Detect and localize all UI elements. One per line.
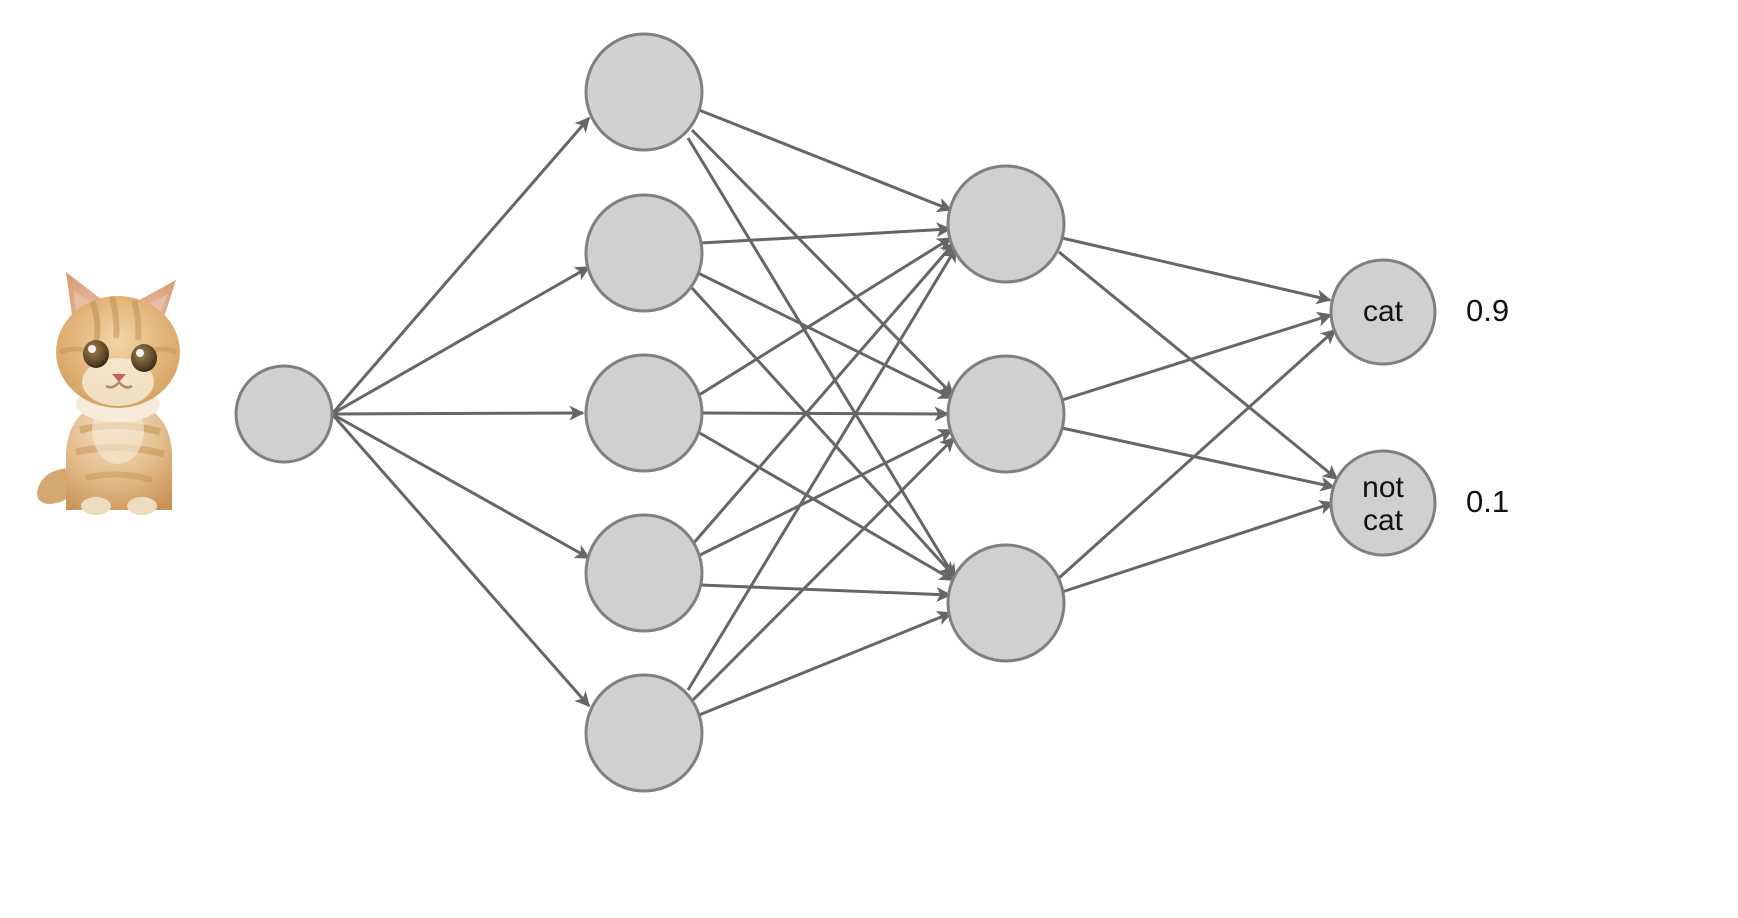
kitten-nose bbox=[112, 374, 126, 382]
edge-h1_0-h2_0 bbox=[698, 108, 953, 212]
kitten-tail bbox=[37, 468, 74, 504]
edge-h1_3-h2_0 bbox=[690, 241, 956, 546]
edge-h1_0-h2_1 bbox=[690, 128, 955, 397]
node-h1-4[interactable] bbox=[584, 673, 704, 793]
edge-h2_2-out_cat bbox=[1057, 328, 1337, 580]
edges-input-to-hidden1 bbox=[330, 116, 591, 708]
edge-h1_3-h2_1 bbox=[697, 428, 954, 558]
edge-h1_1-h2_2 bbox=[690, 286, 956, 578]
node-out-cat[interactable] bbox=[1329, 258, 1437, 366]
edge-h1_2-h2_0 bbox=[698, 236, 953, 397]
node-label-not-cat-line2: cat bbox=[1363, 504, 1404, 537]
node-h1-1[interactable] bbox=[584, 193, 704, 313]
node-h2-2[interactable] bbox=[946, 543, 1066, 663]
score-not-cat: 0.1 bbox=[1466, 484, 1509, 519]
edges-hidden2-to-output bbox=[1057, 236, 1339, 594]
edge-h2_1-out_cat bbox=[1061, 311, 1333, 402]
kitten-photo bbox=[37, 272, 180, 515]
edges-hidden1-to-hidden2 bbox=[686, 108, 958, 717]
kitten-eye-left bbox=[83, 340, 109, 368]
edge-input0-h1_0 bbox=[330, 116, 591, 415]
kitten-paw-right bbox=[127, 497, 157, 515]
edge-h1_1-h2_1 bbox=[697, 271, 954, 400]
edge-h1_0-h2_2 bbox=[686, 137, 957, 580]
node-h1-2[interactable] bbox=[584, 353, 704, 473]
node-label-not-cat-line1: not bbox=[1362, 471, 1404, 504]
node-out-notcat[interactable] bbox=[1329, 449, 1437, 557]
edge-input0-h1_2 bbox=[331, 405, 585, 421]
edge-h1_4-h2_1 bbox=[691, 436, 956, 702]
edge-h1_4-h2_2 bbox=[698, 611, 953, 717]
node-h2-1[interactable] bbox=[946, 354, 1066, 474]
node-h1-0[interactable] bbox=[584, 32, 704, 152]
edge-h1_2-h2_1 bbox=[701, 406, 950, 422]
edge-input0-h1_4 bbox=[330, 413, 591, 708]
edge-h2_0-out_notcat bbox=[1058, 250, 1339, 481]
network-nodes bbox=[234, 32, 1437, 793]
edge-h2_1-out_notcat bbox=[1061, 426, 1336, 492]
kitten-eye-right bbox=[131, 344, 157, 372]
edge-h1_2-h2_2 bbox=[697, 430, 955, 582]
edge-h2_0-out_cat bbox=[1061, 236, 1332, 305]
score-cat: 0.9 bbox=[1466, 293, 1509, 328]
edge-input0-h1_1 bbox=[331, 265, 591, 416]
edge-h1_3-h2_2 bbox=[700, 583, 952, 602]
edge-h1_4-h2_0 bbox=[686, 246, 958, 691]
kitten-paw-left bbox=[81, 497, 111, 515]
edge-input0-h1_3 bbox=[331, 412, 591, 560]
edge-h1_1-h2_0 bbox=[700, 222, 952, 245]
node-h1-3[interactable] bbox=[584, 513, 704, 633]
node-label-cat: cat bbox=[1363, 295, 1404, 328]
node-h2-0[interactable] bbox=[946, 164, 1066, 284]
node-input-0[interactable] bbox=[234, 364, 334, 464]
edge-h2_2-out_notcat bbox=[1061, 500, 1335, 594]
